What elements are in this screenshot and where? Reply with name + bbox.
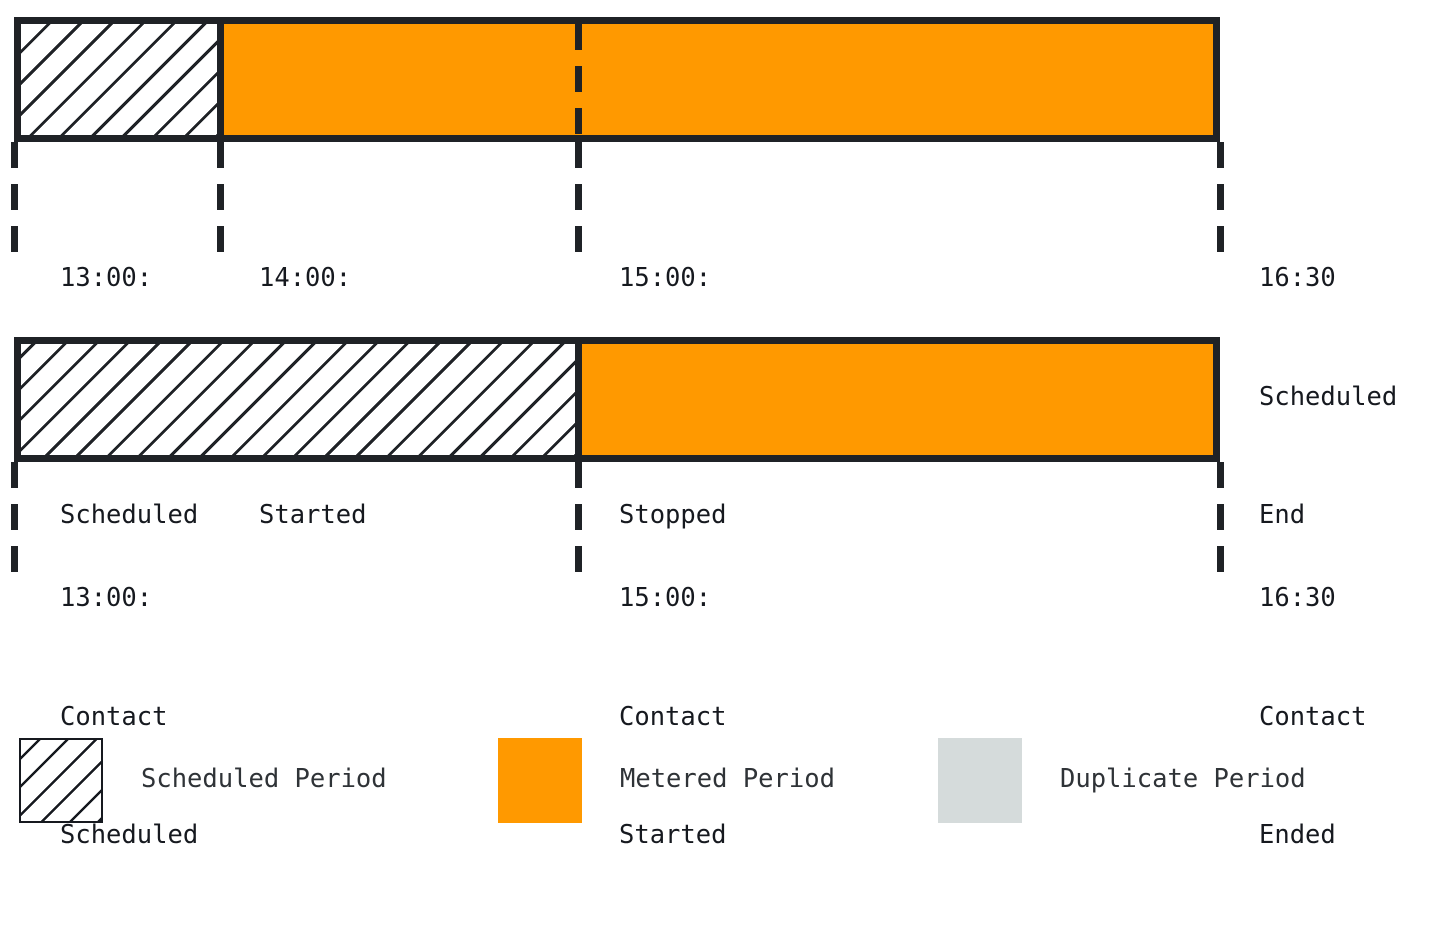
marker-time: 13:00: [60, 263, 153, 293]
divider-14-00 [216, 24, 224, 135]
divider-15-00 [574, 344, 582, 455]
tick-13-00 [10, 462, 18, 574]
legend-item-metered-period: Metered Period [498, 735, 888, 825]
timeline-row-1 [10, 17, 1224, 254]
marker-label-13-00-scheduled-2: 13:00: Contact Scheduled [60, 500, 198, 935]
legend-item-scheduled-period: Scheduled Period [19, 735, 439, 825]
marker-event-line-2: Scheduled [60, 500, 199, 530]
marker-label-15-00-started-2: 15:00: Contact Started [619, 500, 726, 935]
marker-label-16-30-scheduled-end: 16:30 Scheduled End [1259, 180, 1397, 615]
tick-13-00 [10, 142, 18, 254]
marker-event-line-1: Contact [1259, 701, 1367, 732]
timeline-row-2 [10, 337, 1224, 574]
marker-time: 13:00: [60, 583, 153, 613]
segment-scheduled-period [21, 344, 578, 455]
tick-15-00 [574, 142, 582, 254]
legend-label-metered-period: Metered Period [620, 764, 835, 794]
legend-label-duplicate-period: Duplicate Period [1060, 764, 1306, 794]
tick-16-30 [1216, 142, 1224, 254]
legend: Scheduled Period Metered Period Duplicat… [0, 735, 1448, 835]
diagram-canvas: 13:00: Contact Scheduled 14:00: Contact … [0, 17, 1448, 850]
legend-label-scheduled-period: Scheduled Period [141, 764, 387, 794]
tick-16-30 [1216, 462, 1224, 574]
marker-time: 16:30 [1259, 583, 1336, 613]
marker-label-16-30-contact-ended: 16:30 Contact Ended [1259, 500, 1366, 935]
marker-time: 15:00: [619, 583, 712, 613]
legend-swatch-scheduled-period-icon [19, 738, 103, 823]
marker-event-line-2: Started [259, 500, 367, 530]
marker-time: 16:30 [1259, 263, 1336, 293]
legend-item-duplicate-period: Duplicate Period [938, 735, 1368, 825]
segment-metered-period [220, 24, 1213, 135]
divider-15-00 [574, 24, 582, 135]
tick-14-00 [216, 142, 224, 254]
timeline-bar-1 [14, 17, 1220, 142]
marker-time: 15:00: [619, 263, 712, 293]
legend-swatch-duplicate-period-icon [938, 738, 1022, 823]
marker-event-line-2: Stopped [619, 500, 727, 530]
legend-swatch-metered-period-icon [498, 738, 582, 823]
segment-metered-period [578, 344, 1213, 455]
marker-event-line-2: End [1259, 500, 1306, 530]
marker-event-line-1: Contact [60, 701, 168, 732]
timeline-bar-2 [14, 337, 1220, 462]
segment-scheduled-period [21, 24, 220, 135]
marker-time: 14:00: [259, 263, 352, 293]
marker-event-line-1: Contact [619, 701, 727, 732]
marker-event-line-1: Scheduled [1259, 381, 1398, 412]
tick-15-00 [574, 462, 582, 574]
